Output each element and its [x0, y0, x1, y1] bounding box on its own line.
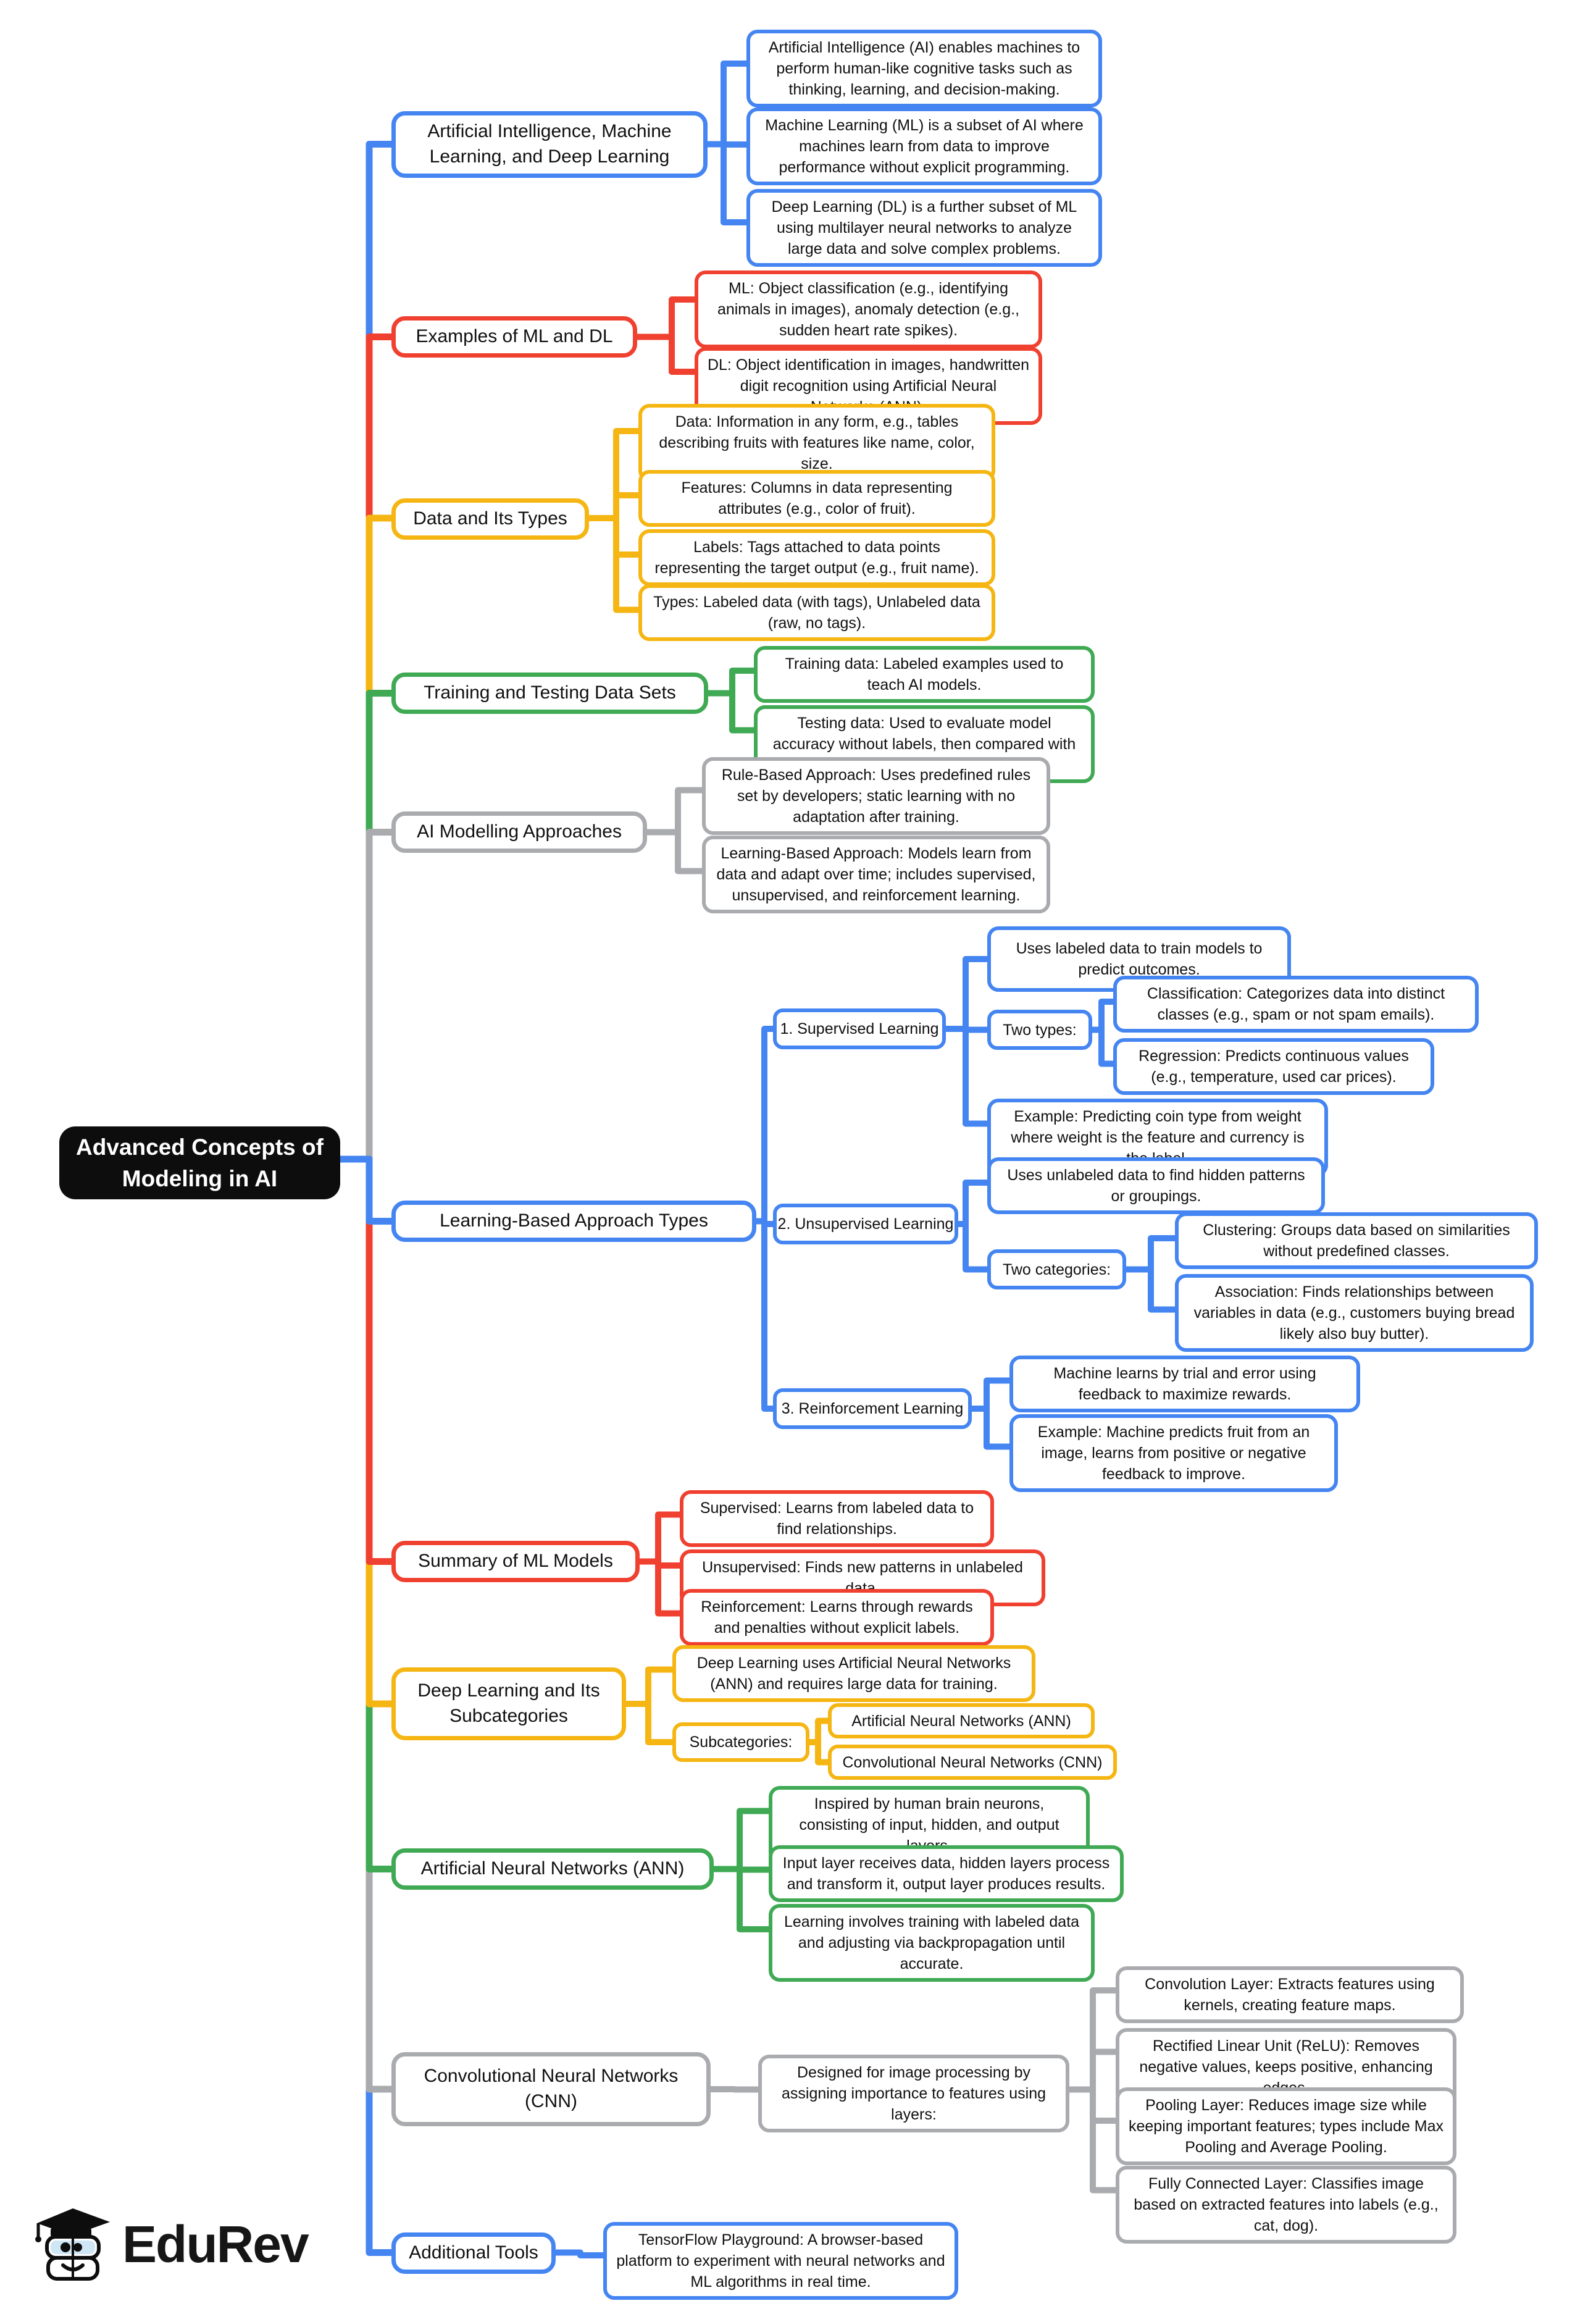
edge-branch-data-types--types-definition — [589, 515, 638, 613]
edge-root--branch-approaches — [340, 829, 391, 1163]
edge-branch-summary--summary-reinforcement — [640, 1558, 680, 1617]
edge-branch-cnn--cnn-designed — [711, 2086, 758, 2093]
node-ml-definition: Machine Learning (ML) is a subset of AI … — [746, 107, 1102, 185]
node-subcategories: Subcategories: — [672, 1722, 809, 1762]
edge-branch-learning-types--supervised-learning — [756, 1026, 773, 1225]
edge-unsupervised-learning--two-categories — [958, 1221, 987, 1273]
node-ml-examples: ML: Object classification (e.g., identif… — [695, 270, 1042, 348]
edge-reinforcement-learning--reinforcement-example — [972, 1406, 1009, 1450]
edge-cnn-designed--fully-connected-layer — [1069, 2086, 1116, 2194]
edge-branch-summary--summary-supervised — [640, 1511, 680, 1565]
node-types-definition: Types: Labeled data (with tags), Unlabel… — [638, 584, 995, 641]
edge-branch-ann--ann-inspired — [714, 1808, 769, 1872]
edge-cnn-designed--relu-layer — [1069, 2048, 1116, 2093]
node-fully-connected-layer: Fully Connected Layer: Classifies image … — [1116, 2166, 1456, 2244]
node-reinforcement-desc: Machine learns by trial and error using … — [1009, 1356, 1360, 1412]
edge-branch-data-types--features-definition — [589, 492, 638, 521]
node-regression: Regression: Predicts continuous values (… — [1113, 1038, 1434, 1095]
edge-two-categories--association — [1126, 1266, 1175, 1313]
edge-branch-ai-ml-dl--dl-definition — [708, 141, 746, 225]
node-tensorflow-playground: TensorFlow Playground: A browser-based p… — [603, 2222, 958, 2300]
edge-subcategories--subcat-ann — [809, 1717, 828, 1745]
edge-branch-examples--ml-examples — [637, 296, 695, 340]
node-dl-uses-ann: Deep Learning uses Artificial Neural Net… — [672, 1645, 1035, 1702]
edge-root--branch-learning-types — [340, 1155, 391, 1225]
node-branch-examples: Examples of ML and DL — [391, 316, 637, 358]
node-supervised-learning: 1. Supervised Learning — [773, 1008, 946, 1049]
node-labels-definition: Labels: Tags attached to data points rep… — [638, 529, 995, 586]
node-classification: Classification: Categorizes data into di… — [1113, 976, 1479, 1033]
node-branch-ann: Artificial Neural Networks (ANN) — [391, 1848, 714, 1890]
edge-two-types--classification — [1092, 999, 1113, 1033]
node-subcat-cnn: Convolutional Neural Networks (CNN) — [828, 1745, 1117, 1780]
edge-supervised-learning--supervised-uses — [946, 956, 987, 1032]
node-root: Advanced Concepts of Modeling in AI — [59, 1126, 340, 1200]
node-summary-supervised: Supervised: Learns from labeled data to … — [680, 1490, 994, 1547]
node-branch-approaches: AI Modelling Approaches — [391, 811, 647, 853]
node-clustering: Clustering: Groups data based on similar… — [1175, 1212, 1538, 1269]
edge-branch-examples--dl-examples — [637, 333, 695, 375]
edge-branch-train-test--testing-data — [708, 690, 754, 734]
edge-branch-dl-subcats--subcategories — [626, 1701, 672, 1745]
node-ann-learning: Learning involves training with labeled … — [769, 1904, 1095, 1982]
node-two-categories: Two categories: — [987, 1249, 1126, 1289]
edge-branch-train-test--training-data — [708, 668, 754, 697]
node-branch-summary: Summary of ML Models — [391, 1541, 640, 1582]
node-pooling-layer: Pooling Layer: Reduces image size while … — [1116, 2087, 1456, 2165]
node-reinforcement-example: Example: Machine predicts fruit from an … — [1009, 1414, 1338, 1492]
node-ai-definition: Artificial Intelligence (AI) enables mac… — [746, 30, 1102, 107]
node-branch-train-test: Training and Testing Data Sets — [391, 673, 708, 714]
node-unsupervised-uses: Uses unlabeled data to find hidden patte… — [987, 1157, 1325, 1214]
edge-branch-tools--tensorflow-playground — [556, 2249, 603, 2258]
node-rule-based: Rule-Based Approach: Uses predefined rul… — [702, 757, 1050, 835]
edge-two-types--regression — [1092, 1026, 1113, 1067]
edge-branch-ann--ann-learning — [714, 1866, 769, 1932]
edge-unsupervised-learning--unsupervised-uses — [958, 1180, 987, 1227]
edurev-brand-text: EduRev — [122, 2215, 309, 2273]
edge-two-categories--clustering — [1126, 1235, 1175, 1273]
node-branch-tools: Additional Tools — [391, 2232, 556, 2274]
edge-branch-ai-ml-dl--ai-definition — [708, 61, 746, 148]
node-cnn-designed: Designed for image processing by assigni… — [758, 2055, 1069, 2132]
edurev-mascot-icon — [32, 2202, 114, 2287]
edge-branch-dl-subcats--dl-uses-ann — [626, 1666, 672, 1707]
node-branch-ai-ml-dl: Artificial Intelligence, Machine Learnin… — [391, 111, 708, 178]
node-ann-layers: Input layer receives data, hidden layers… — [769, 1845, 1124, 1902]
node-training-data: Training data: Labeled examples used to … — [754, 646, 1095, 703]
node-branch-data-types: Data and Its Types — [391, 498, 589, 540]
node-branch-learning-types: Learning-Based Approach Types — [391, 1201, 756, 1242]
node-association: Association: Finds relationships between… — [1175, 1274, 1534, 1352]
node-two-types: Two types: — [987, 1010, 1092, 1050]
edurev-logo: EduRev — [32, 2202, 309, 2287]
node-convolution-layer: Convolution Layer: Extracts features usi… — [1116, 1966, 1464, 2023]
edge-subcategories--subcat-cnn — [809, 1739, 828, 1766]
node-dl-definition: Deep Learning (DL) is a further subset o… — [746, 189, 1102, 267]
edge-reinforcement-learning--reinforcement-desc — [972, 1377, 1009, 1412]
node-branch-dl-subcats: Deep Learning and Its Subcategories — [391, 1667, 626, 1740]
node-reinforcement-learning: 3. Reinforcement Learning — [773, 1388, 972, 1429]
edge-branch-approaches--rule-based — [647, 787, 702, 836]
edge-branch-approaches--learning-based — [647, 829, 702, 874]
node-summary-reinforcement: Reinforcement: Learns through rewards an… — [680, 1589, 994, 1646]
node-unsupervised-learning: 2. Unsupervised Learning — [773, 1204, 958, 1244]
node-branch-cnn: Convolutional Neural Networks (CNN) — [391, 2052, 711, 2126]
node-learning-based: Learning-Based Approach: Models learn fr… — [702, 836, 1050, 913]
edge-branch-learning-types--reinforcement-learning — [756, 1218, 773, 1412]
edge-supervised-learning--supervised-example — [946, 1026, 987, 1127]
node-features-definition: Features: Columns in data representing a… — [638, 470, 995, 527]
node-subcat-ann: Artificial Neural Networks (ANN) — [828, 1703, 1095, 1738]
